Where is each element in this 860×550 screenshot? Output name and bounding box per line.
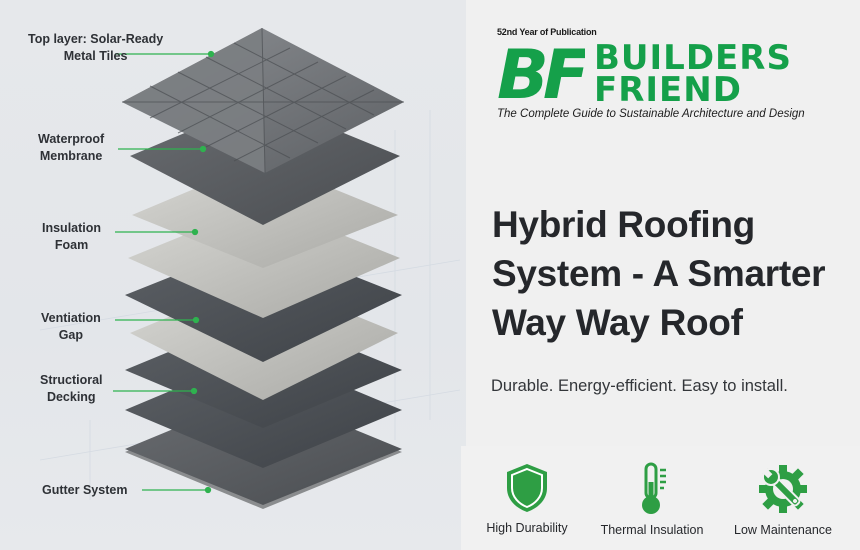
layer-label-line: Top layer: Solar-Ready xyxy=(28,32,164,46)
roof-layers-diagram: Top layer: Solar-Ready Metal Tiles Water… xyxy=(0,0,466,550)
brand-name-line1: BUILDERS xyxy=(594,38,792,78)
feature-high-durability: High Durability xyxy=(467,462,587,535)
feature-label: Low Maintenance xyxy=(734,523,832,537)
brand-name-line2: FRIEND xyxy=(594,70,742,110)
layer-label-line: Gap xyxy=(58,328,84,342)
publication-year-note: 52nd Year of Publication xyxy=(497,27,597,37)
layer-label-ventilation-gap: Ventiation Gap xyxy=(41,310,101,344)
layer-label-line: Ventiation xyxy=(41,311,101,325)
gear-wrench-icon xyxy=(759,465,807,513)
layer-label-line: Decking xyxy=(46,390,96,404)
svg-text:BF: BF xyxy=(497,42,585,102)
layer-label-line: Insulation xyxy=(42,221,102,235)
headline-line: Hybrid Roofing xyxy=(492,204,755,245)
headline-line: System - A Smarter xyxy=(492,253,826,294)
feature-low-maintenance: Low Maintenance xyxy=(723,462,843,537)
article-subtitle: Durable. Energy-efficient. Easy to insta… xyxy=(491,377,788,395)
layer-label-insulation-foam: Insulation Foam xyxy=(42,220,101,254)
layer-label-line: Structioral xyxy=(40,373,103,387)
layer-label-top-tiles: Top layer: Solar-Ready Metal Tiles xyxy=(28,31,163,65)
shield-icon xyxy=(507,464,547,512)
feature-label: Thermal Insulation xyxy=(600,523,704,537)
layer-label-line: Foam xyxy=(54,238,89,252)
layer-label-line: Waterproof xyxy=(38,132,105,146)
layer-label-line: Metal Tiles xyxy=(63,49,128,63)
layer-label-gutter-system: Gutter System xyxy=(42,482,127,499)
headline-line: Way Way Roof xyxy=(492,302,743,343)
masthead-tagline: The Complete Guide to Sustainable Archit… xyxy=(497,108,805,120)
feature-label: High Durability xyxy=(486,521,568,535)
article-headline: Hybrid Roofing System - A Smarter Way Wa… xyxy=(492,200,826,347)
thermometer-icon xyxy=(642,462,666,514)
layer-label-line: Membrane xyxy=(39,149,103,163)
layer-label-waterproof-membrane: Waterproof Membrane xyxy=(38,131,104,165)
layer-label-line: Gutter System xyxy=(42,483,128,497)
bf-logo-icon[interactable]: BF xyxy=(497,42,585,102)
exploded-roof-stack-illustration xyxy=(39,27,461,509)
layer-label-structural-decking: Structioral Decking xyxy=(40,372,103,406)
feature-thermal-insulation: Thermal Insulation xyxy=(592,462,712,537)
